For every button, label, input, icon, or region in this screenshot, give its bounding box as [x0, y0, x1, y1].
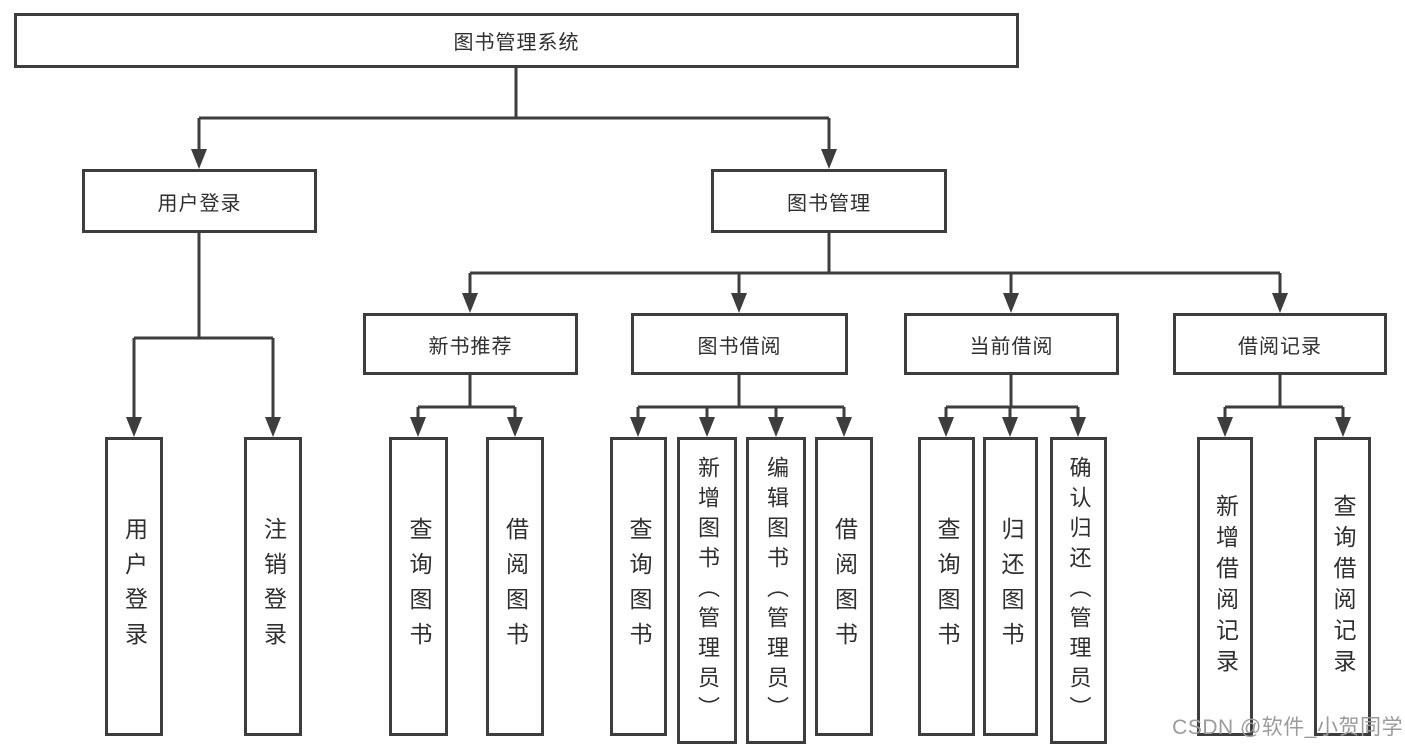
node-add-borrow-record: 新增借阅记录 [1197, 437, 1253, 736]
node-book-borrowing: 图书借阅 [631, 313, 848, 375]
node-current-borrowing: 当前借阅 [904, 313, 1119, 375]
node-edit-book-admin: 编辑图书（管理员） [746, 437, 806, 744]
tree-edges [132, 68, 1345, 418]
node-query-book-current: 查询图书 [918, 437, 975, 736]
node-borrow-book-recommend-label: 借阅图书 [502, 516, 529, 657]
node-borrow-book-borrowing: 借阅图书 [815, 437, 873, 736]
node-user-login-branch: 用户登录 [82, 169, 317, 233]
node-add-book-admin: 新增图书（管理员） [677, 437, 737, 744]
node-logout: 注销登录 [244, 437, 302, 736]
node-root: 图书管理系统 [14, 13, 1019, 68]
node-book-management-branch: 图书管理 [711, 169, 947, 233]
node-add-book-admin-label: 新增图书（管理员） [695, 455, 720, 726]
csdn-watermark: CSDN @软件_小贺同学 [1172, 716, 1403, 739]
node-current-borrowing-label: 当前借阅 [969, 335, 1054, 358]
node-borrowing-records: 借阅记录 [1173, 313, 1387, 375]
arrowheads [126, 149, 1351, 437]
node-confirm-return-admin-label: 确认归还（管理员） [1066, 455, 1092, 726]
node-user-login: 用户登录 [105, 437, 163, 736]
node-query-borrow-record-label: 查询借阅记录 [1330, 493, 1356, 680]
node-new-book-recommend: 新书推荐 [363, 313, 578, 375]
node-query-borrow-record: 查询借阅记录 [1314, 437, 1371, 736]
node-root-label: 图书管理系统 [453, 32, 580, 54]
node-user-login-label: 用户登录 [121, 516, 148, 657]
node-user-login-branch-label: 用户登录 [157, 192, 242, 215]
node-borrow-book-borrowing-label: 借阅图书 [831, 516, 858, 657]
node-add-borrow-record-label: 新增借阅记录 [1212, 493, 1239, 680]
node-return-book: 归还图书 [983, 437, 1038, 736]
node-confirm-return-admin: 确认归还（管理员） [1050, 437, 1107, 744]
node-book-borrowing-label: 图书借阅 [697, 335, 782, 358]
node-query-book-current-label: 查询图书 [934, 516, 960, 657]
node-return-book-label: 归还图书 [998, 516, 1024, 657]
node-query-book-borrowing-label: 查询图书 [626, 516, 652, 657]
node-query-book-recommend-label: 查询图书 [406, 516, 432, 657]
node-new-book-recommend-label: 新书推荐 [428, 335, 513, 358]
node-borrow-book-recommend: 借阅图书 [486, 437, 544, 736]
node-edit-book-admin-label: 编辑图书（管理员） [764, 455, 789, 726]
node-borrowing-records-label: 借阅记录 [1238, 335, 1322, 358]
node-query-book-borrowing: 查询图书 [610, 437, 667, 736]
node-logout-label: 注销登录 [260, 516, 287, 657]
node-book-management-branch-label: 图书管理 [787, 192, 871, 215]
node-query-book-recommend: 查询图书 [389, 437, 448, 736]
